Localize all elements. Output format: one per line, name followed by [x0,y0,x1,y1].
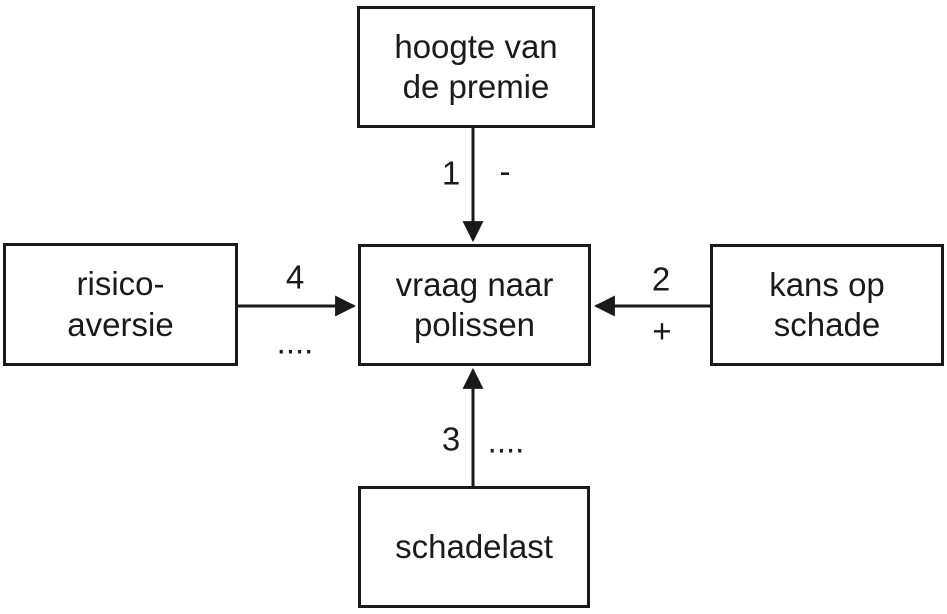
node-vraag-naar-polissen: vraag naar polissen [358,244,591,366]
node-kans-op-schade: kans op schade [710,244,944,366]
node-label-line: kans op [769,265,885,303]
node-label-line: aversie [67,305,174,343]
node-hoogte-van-de-premie: hoogte van de premie [357,6,595,128]
edge-3-sign-label: .... [487,422,525,460]
edge-2-number-label: 2 [651,260,671,298]
node-risico-aversie: risico- aversie [3,243,238,366]
node-label-line: schade [773,306,881,343]
node-label-line: de premie [402,68,550,105]
edge-4-number-label: 4 [285,258,305,296]
edge-3-number-label: 3 [441,420,461,458]
edge-1-number-label: 1 [441,154,461,192]
edge-1-sign-label: - [499,152,511,190]
node-label-line: polissen [413,306,536,343]
edge-4-sign-label: .... [276,323,314,361]
node-label-line: risico- [76,265,165,303]
node-label-line: schadelast [395,527,553,565]
node-label-line: hoogte van [394,27,558,65]
edge-2-sign-label: + [652,312,672,350]
node-schadelast: schadelast [358,486,590,608]
node-label-line: vraag naar [395,265,554,303]
